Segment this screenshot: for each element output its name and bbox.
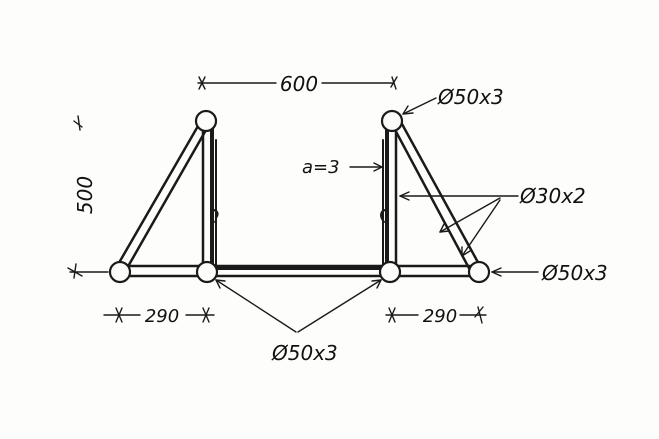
leader-bottom-right <box>297 279 382 333</box>
node-top-left <box>194 109 218 133</box>
arrowhead-brace-diag-a <box>439 223 450 233</box>
arrowhead-bottom-right <box>371 279 382 289</box>
arrowhead-brace-post <box>399 191 410 201</box>
arrowhead-top-right-tube <box>402 105 414 115</box>
leader-brace-diag-b <box>461 199 501 257</box>
node-bottom-left-end <box>108 260 132 284</box>
node-bottom-right-post <box>378 260 402 284</box>
arrowhead-bottom-left <box>215 279 226 289</box>
dim-left-label: 500 <box>73 176 97 214</box>
arrowhead-right-end-tube <box>491 267 502 277</box>
leader-bottom-left <box>215 279 297 333</box>
dimension-lines <box>67 76 487 324</box>
plate-thickness-label: a=3 <box>302 157 340 178</box>
right-brace-edge-b <box>400 122 482 268</box>
dim-bottom-left-label: 290 <box>145 306 179 327</box>
frame-members <box>114 122 482 278</box>
arrowhead-plate <box>373 162 383 172</box>
dim-br-tick-left <box>388 307 396 323</box>
dim-top-tick-right <box>390 76 398 90</box>
dim-left-tick-top <box>73 115 83 131</box>
right-brace-edge-a <box>391 124 472 272</box>
right-hook <box>380 209 389 223</box>
dim-br-tick-right <box>474 306 484 324</box>
dim-bl-tick-right <box>202 307 210 323</box>
arrowhead-brace-diag-b <box>461 246 471 257</box>
dim-bl-tick-left <box>115 307 123 323</box>
right-end-tube-label: Ø50x3 <box>541 261 608 285</box>
dim-left-tick-bottom <box>67 263 83 279</box>
top-right-tube-label: Ø50x3 <box>437 85 504 109</box>
left-brace-edge-a <box>114 124 200 270</box>
left-hook <box>210 209 219 223</box>
node-top-right <box>380 109 404 133</box>
dim-top-tick-left <box>198 76 206 90</box>
left-brace-edge-b <box>124 128 208 272</box>
bottom-tubes-label: Ø50x3 <box>271 341 338 365</box>
frame-nodes <box>108 109 491 284</box>
leader-top-right-tube <box>402 97 437 115</box>
leader-brace-diag-a <box>439 197 501 233</box>
dim-bottom-right-label: 290 <box>423 306 457 327</box>
node-bottom-left-post <box>195 260 219 284</box>
node-bottom-right-end <box>467 260 491 284</box>
brace-tube-label: Ø30x2 <box>519 184 586 208</box>
dim-top-label: 600 <box>280 72 318 96</box>
leader-arrows <box>215 97 539 333</box>
